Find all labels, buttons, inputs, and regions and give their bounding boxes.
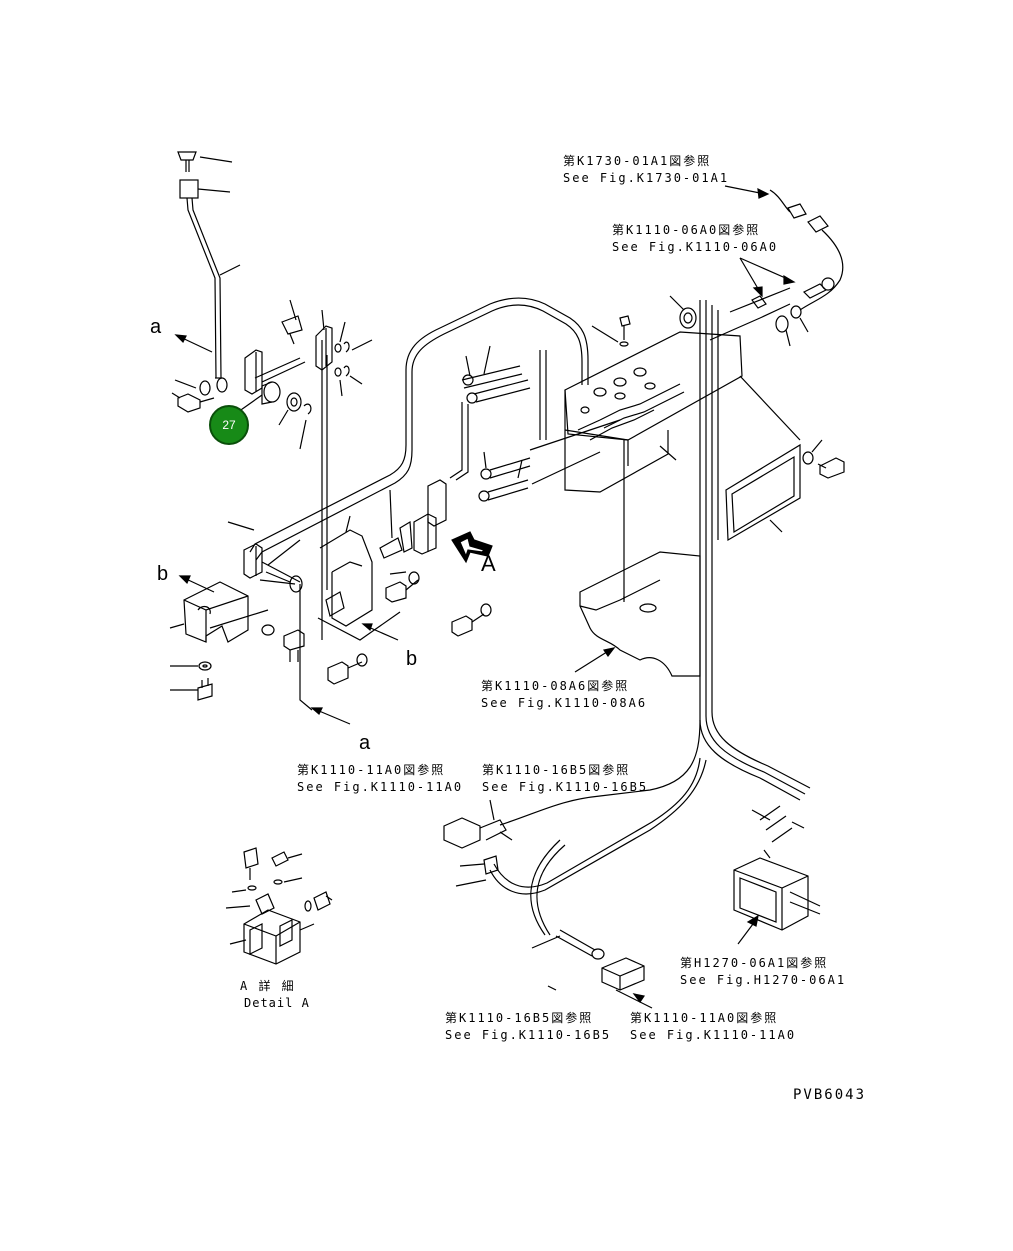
ref-k1110-16b5-top-en: See Fig.K1110-16B5 [482, 780, 649, 794]
ref-k1730-jp: 第K1730-01A1図参照 [563, 154, 712, 168]
ref-k1110-08a6-jp: 第K1110-08A6図参照 [481, 679, 630, 693]
ref-k1110-06a0-en: See Fig.K1110-06A0 [612, 240, 779, 254]
letter-b-left: b [157, 563, 169, 585]
ref-h1270-en: See Fig.H1270-06A1 [680, 973, 847, 987]
letter-A-arrow: A [481, 551, 496, 576]
detail-a-en: Detail A [244, 996, 310, 1010]
detail-a-jp: A 詳 細 [240, 979, 296, 993]
ref-k1110-11a0-bottom-en: See Fig.K1110-11A0 [630, 1028, 797, 1042]
cable-tube [227, 297, 811, 936]
lower-bracket [243, 515, 492, 725]
drawing-code: PVB6043 [793, 1087, 867, 1103]
letter-a-bottom: a [359, 732, 371, 754]
connector-box [733, 805, 821, 945]
callout-badge-27[interactable]: 27 [209, 405, 249, 445]
floor-frame [574, 551, 701, 677]
left-block [169, 575, 305, 701]
valve-plate [564, 295, 845, 600]
ref-k1110-06a0-jp: 第K1110-06A0図参照 [612, 223, 761, 237]
ref-k1110-11a0-top-en: See Fig.K1110-11A0 [297, 780, 464, 794]
ref-k1110-16b5-top-jp: 第K1110-16B5図参照 [482, 763, 631, 777]
letter-b-mid: b [406, 648, 418, 670]
center-rods [379, 345, 621, 564]
ref-k1110-16b5-bottom-jp: 第K1110-16B5図参照 [445, 1011, 594, 1025]
ref-k1730-en: See Fig.K1730-01A1 [563, 171, 730, 185]
upper-bracket [281, 299, 373, 640]
ref-k1110-08a6-en: See Fig.K1110-08A6 [481, 696, 648, 710]
top-connectors [709, 185, 844, 347]
ref-k1110-11a0-bottom-jp: 第K1110-11A0図参照 [630, 1011, 779, 1025]
ref-k1110-16b5-bottom-en: See Fig.K1110-16B5 [445, 1028, 612, 1042]
letter-a-top: a [150, 316, 162, 338]
ref-k1110-11a0-top-jp: 第K1110-11A0図参照 [297, 763, 446, 777]
bottom-fittings [443, 799, 653, 1009]
detail-a [225, 847, 333, 965]
ref-h1270-jp: 第H1270-06A1図参照 [680, 956, 829, 970]
